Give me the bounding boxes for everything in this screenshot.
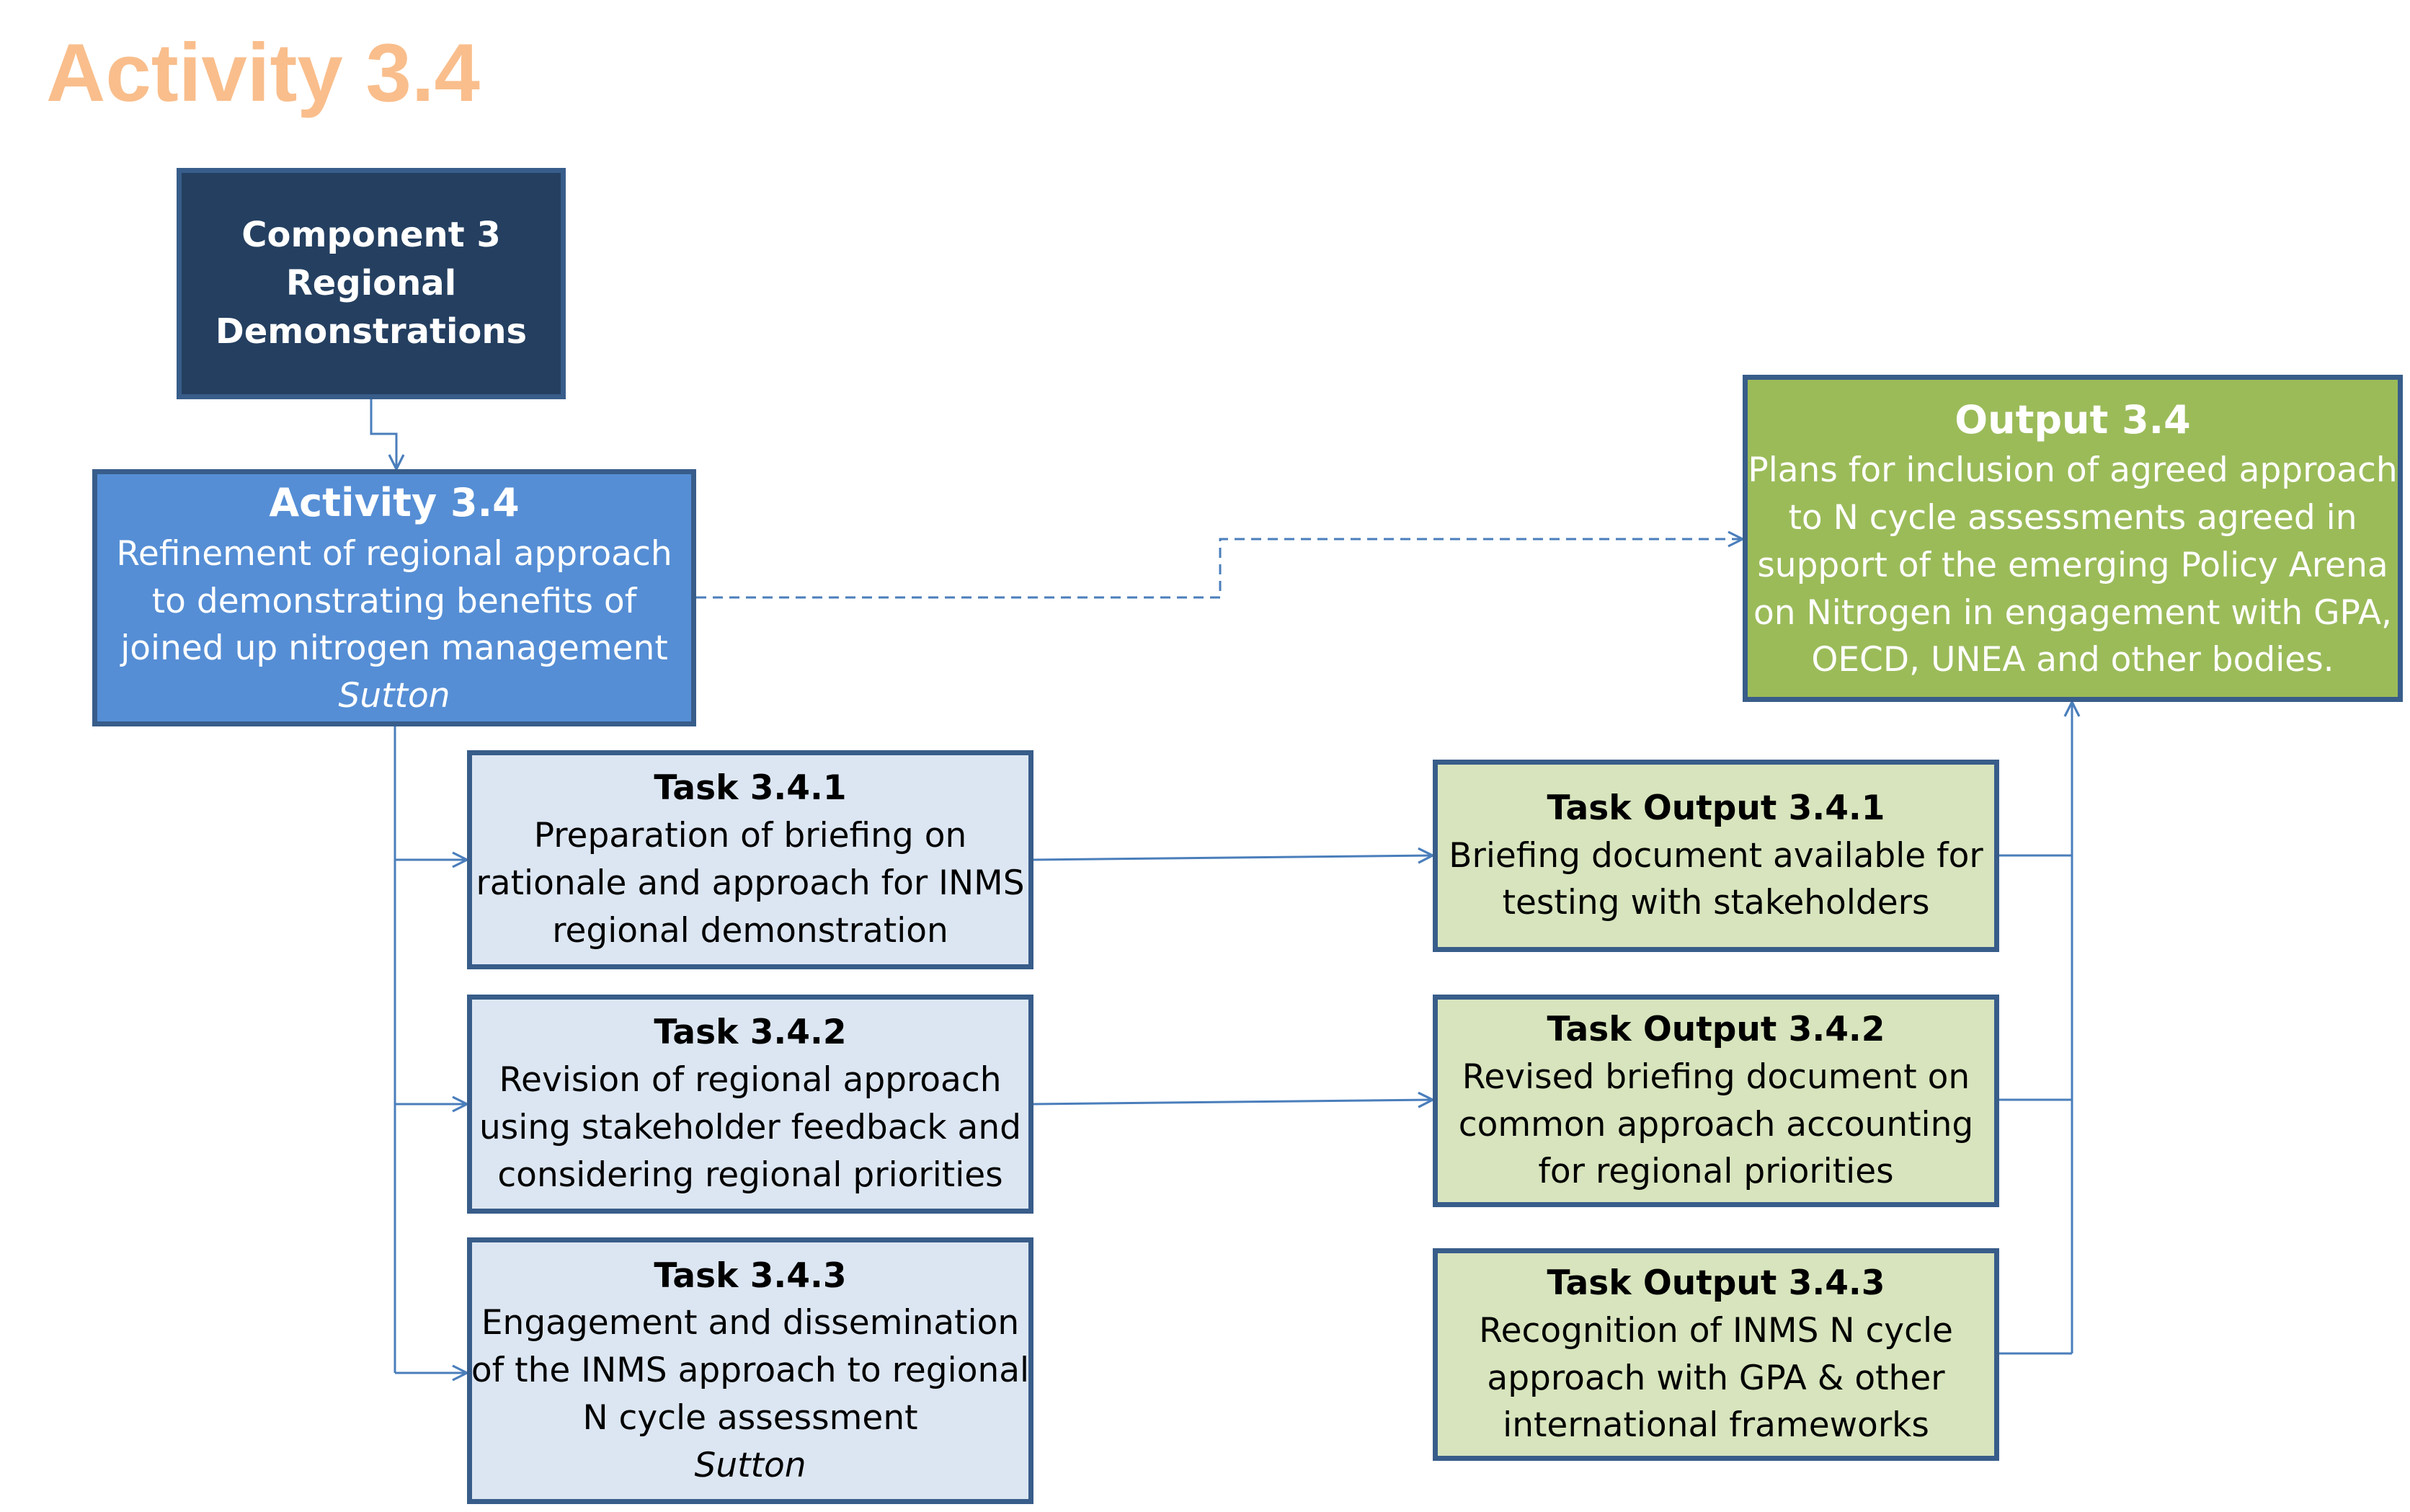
activity-3-4-box: Activity 3.4 Refinement of regional appr…: [92, 469, 696, 726]
task-3-4-2-box: Task 3.4.2 Revision of regional approach…: [467, 995, 1033, 1214]
connector-activity-to-output: [696, 539, 1743, 599]
task-output-3-4-2-box: Task Output 3.4.2 Revised briefing docum…: [1433, 995, 1999, 1207]
connector-task-1-to-output-1: [1033, 855, 1433, 860]
task-output-line: testing with stakeholders: [1502, 883, 1930, 923]
activity-title: Activity 3.4: [269, 480, 520, 526]
task-output-line: for regional priorities: [1538, 1152, 1894, 1192]
activity-line: to demonstrating benefits of: [151, 581, 637, 621]
output-title: Output 3.4: [1955, 396, 2191, 443]
task-lead: Sutton: [694, 1445, 806, 1485]
component-line: Component 3: [241, 214, 501, 255]
output-line: to N cycle assessments agreed in: [1788, 498, 2357, 538]
component-line: Regional: [285, 262, 457, 303]
connector-component-to-activity: [370, 399, 396, 469]
activity-lead: Sutton: [338, 676, 450, 716]
task-output-title: Task Output 3.4.3: [1547, 1263, 1885, 1303]
activity-line: joined up nitrogen management: [120, 628, 668, 669]
task-line: Engagement and dissemination: [481, 1303, 1020, 1343]
task-line: Revision of regional approach: [499, 1060, 1002, 1100]
task-title: Task 3.4.2: [654, 1013, 847, 1053]
task-output-3-4-1-box: Task Output 3.4.1 Briefing document avai…: [1433, 760, 1999, 952]
output-line: Plans for inclusion of agreed approach: [1748, 450, 2398, 491]
task-line: Preparation of briefing on: [533, 816, 967, 856]
task-output-line: common approach accounting: [1458, 1104, 1974, 1144]
task-output-line: Recognition of INMS N cycle: [1479, 1310, 1953, 1351]
output-line: on Nitrogen in engagement with GPA,: [1753, 592, 2392, 633]
task-line: considering regional priorities: [497, 1155, 1003, 1195]
task-output-line: Briefing document available for: [1449, 835, 1983, 876]
task-line: N cycle assessment: [582, 1397, 918, 1438]
output-line: OECD, UNEA and other bodies.: [1811, 640, 2334, 680]
task-line: of the INMS approach to regional: [471, 1351, 1030, 1391]
component-3-box: Component 3 Regional Demonstrations: [177, 168, 566, 399]
task-output-3-4-3-box: Task Output 3.4.3 Recognition of INMS N …: [1433, 1248, 1999, 1461]
task-output-title: Task Output 3.4.1: [1547, 788, 1885, 828]
task-output-title: Task Output 3.4.2: [1547, 1009, 1885, 1049]
output-3-4-box: Output 3.4 Plans for inclusion of agreed…: [1743, 375, 2403, 702]
task-title: Task 3.4.3: [654, 1255, 847, 1296]
task-line: regional demonstration: [552, 910, 948, 951]
task-title: Task 3.4.1: [654, 768, 847, 809]
page-title: Activity 3.4: [46, 27, 480, 119]
component-line: Demonstrations: [215, 311, 528, 352]
task-3-4-1-box: Task 3.4.1 Preparation of briefing on ra…: [467, 750, 1033, 969]
activity-line: Refinement of regional approach: [116, 533, 672, 574]
task-3-4-3-box: Task 3.4.3 Engagement and dissemination …: [467, 1237, 1033, 1504]
connector-task-2-to-output-2: [1033, 1100, 1433, 1104]
task-line: using stakeholder feedback and: [479, 1108, 1021, 1147]
output-line: support of the emerging Policy Arena: [1757, 545, 2388, 585]
task-output-line: international frameworks: [1503, 1405, 1929, 1446]
task-output-line: approach with GPA & other: [1487, 1358, 1945, 1398]
task-line: rationale and approach for INMS: [476, 863, 1025, 903]
task-output-line: Revised briefing document on: [1462, 1057, 1970, 1097]
